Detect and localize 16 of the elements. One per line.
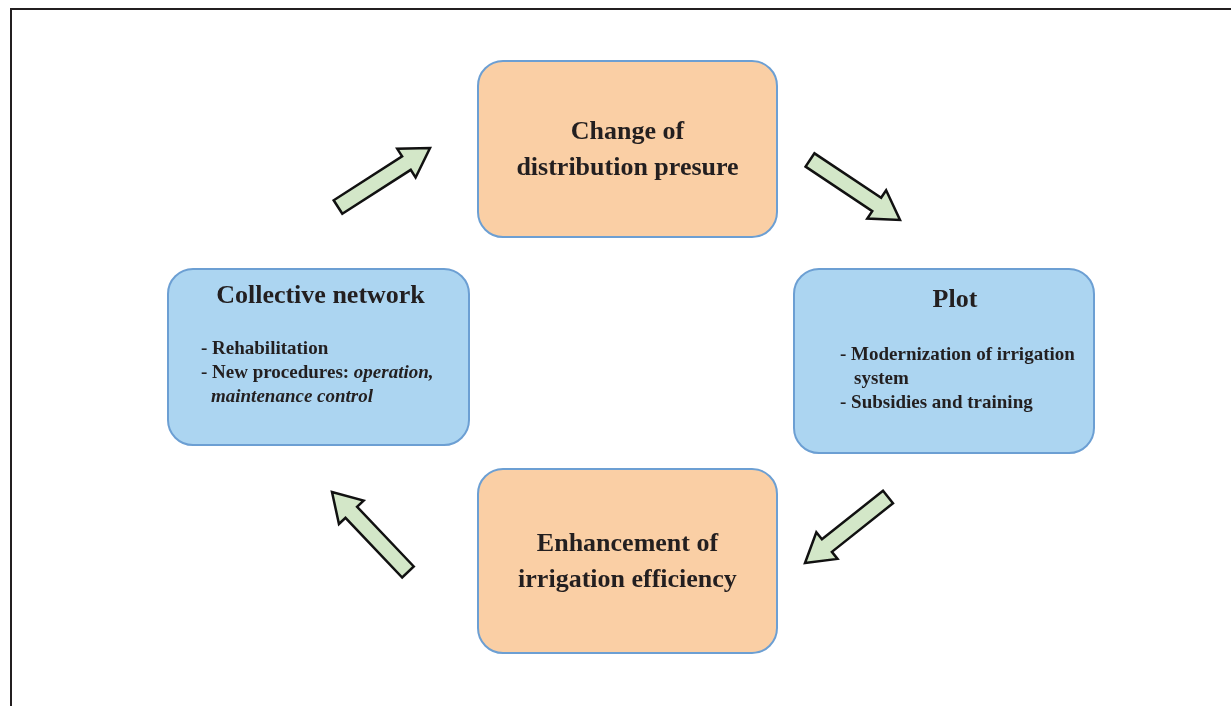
bullet-item: - Rehabilitation bbox=[201, 336, 330, 360]
bullet-item: - Modernization of irrigation system bbox=[840, 342, 1076, 390]
box-title: Change of distribution presure bbox=[515, 115, 740, 183]
bullet-item: - Subsidies and training bbox=[840, 390, 1034, 414]
info-box bbox=[793, 268, 1095, 454]
box-heading: Collective network bbox=[215, 280, 426, 310]
block-arrow bbox=[803, 151, 902, 222]
box-title: Enhancement of irrigation efficiency bbox=[517, 527, 738, 595]
info-box bbox=[167, 268, 470, 446]
box-heading: Plot bbox=[931, 284, 979, 314]
block-arrow bbox=[803, 489, 895, 565]
process-box bbox=[477, 468, 778, 654]
block-arrow bbox=[331, 146, 433, 216]
block-arrow bbox=[330, 490, 416, 580]
process-box bbox=[477, 60, 778, 238]
bullet-item: - New procedures: operation, maintenance control bbox=[201, 360, 435, 408]
